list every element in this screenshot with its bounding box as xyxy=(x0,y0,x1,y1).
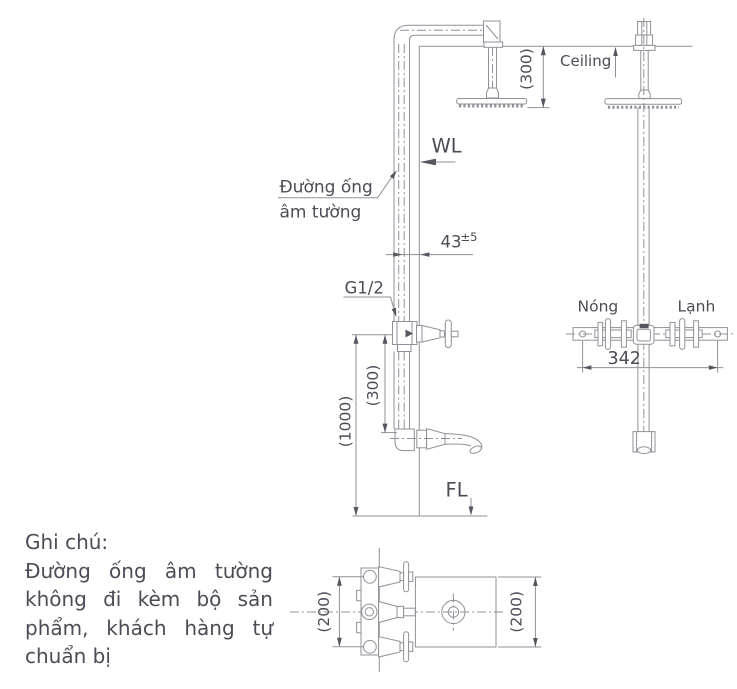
ceiling-text: Ceiling xyxy=(560,52,611,70)
dim-plan-left-text: (200) xyxy=(315,591,333,633)
front-view-right: Nóng Lạnh 342 xyxy=(566,18,734,455)
cross-handle-icon xyxy=(444,319,452,349)
plan-shower-head xyxy=(414,576,497,648)
mixer-center-body xyxy=(632,323,655,345)
water-line-label: WL xyxy=(419,135,462,166)
dim-valve-spacing: 342 xyxy=(577,341,724,373)
dim-plan-right-text: (200) xyxy=(508,591,526,633)
dim-valve-to-spout: (300) xyxy=(364,334,397,434)
cross-handle-icon xyxy=(403,561,410,593)
note-line: chuẩn bị xyxy=(25,644,111,668)
plan-valve-bottom xyxy=(378,631,414,663)
spout-outlet-front xyxy=(632,431,656,455)
shower-arm-elbow xyxy=(483,20,504,48)
hot-valve xyxy=(594,318,632,350)
dim-head-drop: (300) xyxy=(518,46,550,109)
ceiling-label: Ceiling xyxy=(560,46,618,78)
concealed-pipe-label: Đường ống âm tường xyxy=(278,170,397,223)
plan-spout xyxy=(378,600,416,624)
cold-label: Lạnh xyxy=(678,298,716,316)
concealed-pipe-text-2: âm tường xyxy=(280,203,362,223)
drop-pipe xyxy=(637,18,650,433)
plan-valve-body xyxy=(356,567,380,656)
bath-spout xyxy=(390,427,483,454)
dim-valve-height-text: (1000) xyxy=(337,396,355,448)
rain-shower-head-left xyxy=(456,47,528,108)
plan-valve-top xyxy=(378,561,414,593)
cross-handle-icon xyxy=(679,318,686,350)
dim-pipe-offset: 43 ±5 xyxy=(385,230,478,257)
stop-valve xyxy=(392,319,459,352)
plan-view: (200) (200) xyxy=(290,548,542,672)
arrow-left-icon xyxy=(419,158,436,166)
floor-line-label: FL xyxy=(352,479,488,517)
dim-valve-to-spout-text: (300) xyxy=(364,365,382,407)
note-line: Đường ống âm tường xyxy=(25,558,273,583)
leader-arrow-icon xyxy=(389,170,397,179)
concealed-pipe-text-1: Đường ống xyxy=(280,177,373,198)
thread-label: G1/2 xyxy=(343,279,397,317)
dim-pipe-offset-tol: ±5 xyxy=(461,230,478,244)
wl-text: WL xyxy=(432,135,462,158)
dim-plan-left: (200) xyxy=(315,576,363,648)
cross-handle-icon xyxy=(604,318,612,350)
dim-plan-right: (200) xyxy=(498,576,542,648)
mixer-bar xyxy=(566,318,734,350)
hot-label: Nóng xyxy=(578,298,619,316)
arrow-down-icon xyxy=(468,506,474,516)
dim-head-drop-text: (300) xyxy=(518,48,536,90)
note-title: Ghi chú: xyxy=(25,530,109,554)
cross-handle-icon xyxy=(403,631,410,663)
front-view-left: (300) Ceiling WL Đường ống âm tường G1/2 xyxy=(278,20,693,517)
note-line: phẩm, khách hàng tự xyxy=(25,615,273,640)
leader-arrow-icon xyxy=(391,307,397,317)
rain-shower-head-right xyxy=(604,50,683,109)
dim-valve-height: (1000) xyxy=(337,334,393,516)
note-line: không đi kèm bộ sản xyxy=(25,587,273,611)
dim-pipe-offset-text: 43 xyxy=(441,233,462,252)
concealed-pipe xyxy=(393,24,486,429)
cold-valve xyxy=(665,318,703,350)
arrow-up-icon xyxy=(613,46,618,56)
dim-valve-spacing-text: 342 xyxy=(608,349,641,369)
thread-text: G1/2 xyxy=(345,279,384,298)
fl-text: FL xyxy=(446,479,468,502)
note-block: Ghi chú: Đường ống âm tường không đi kèm… xyxy=(25,528,273,671)
